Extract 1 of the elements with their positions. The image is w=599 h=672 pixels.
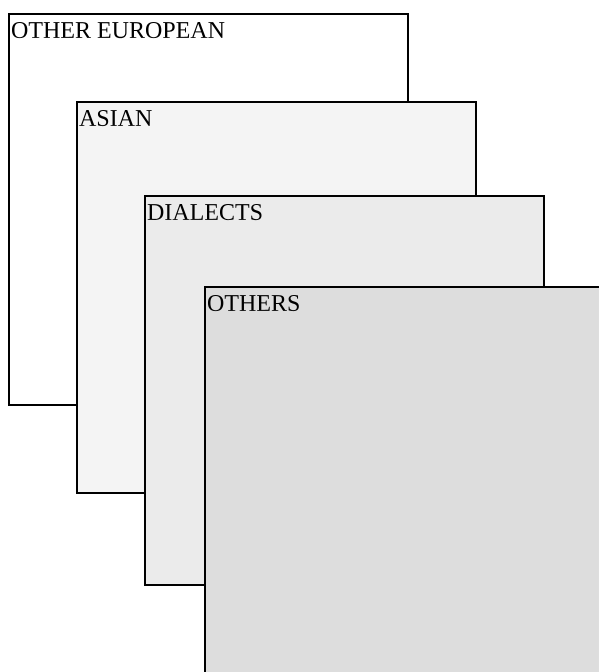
layer-box: OTHERS [204,286,599,672]
